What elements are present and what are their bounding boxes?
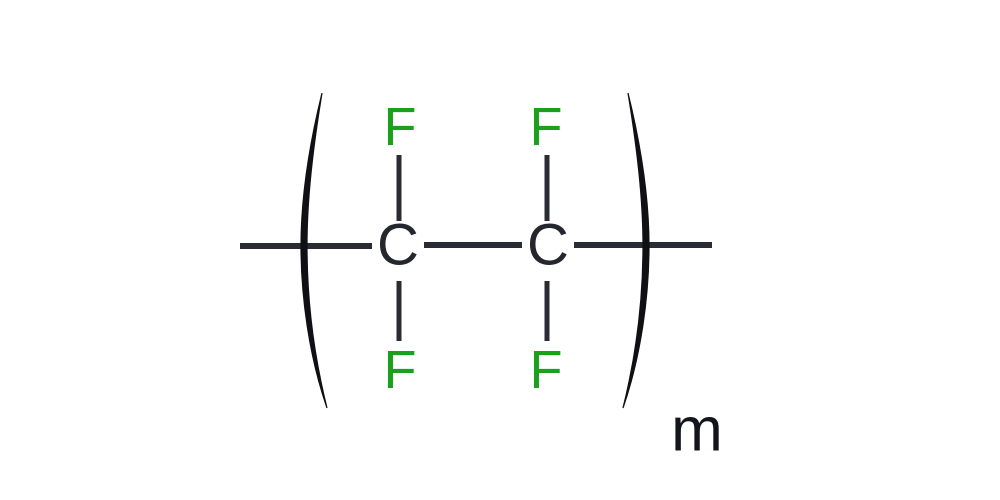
atom-label-group: C C F F F F: [377, 97, 569, 400]
atom-label-fluorine-top-right: F: [530, 97, 563, 157]
atom-label-fluorine-top-left: F: [384, 97, 417, 157]
atom-label-carbon-left: C: [377, 213, 419, 278]
bracket-group: [300, 92, 650, 409]
right-parenthesis-icon: [622, 92, 650, 409]
atom-label-fluorine-bottom-right: F: [530, 340, 563, 400]
left-parenthesis-icon: [300, 92, 328, 409]
repeat-unit-subscript-label: m: [671, 396, 723, 465]
atom-label-carbon-right: C: [527, 213, 569, 278]
atom-label-fluorine-bottom-left: F: [384, 340, 417, 400]
